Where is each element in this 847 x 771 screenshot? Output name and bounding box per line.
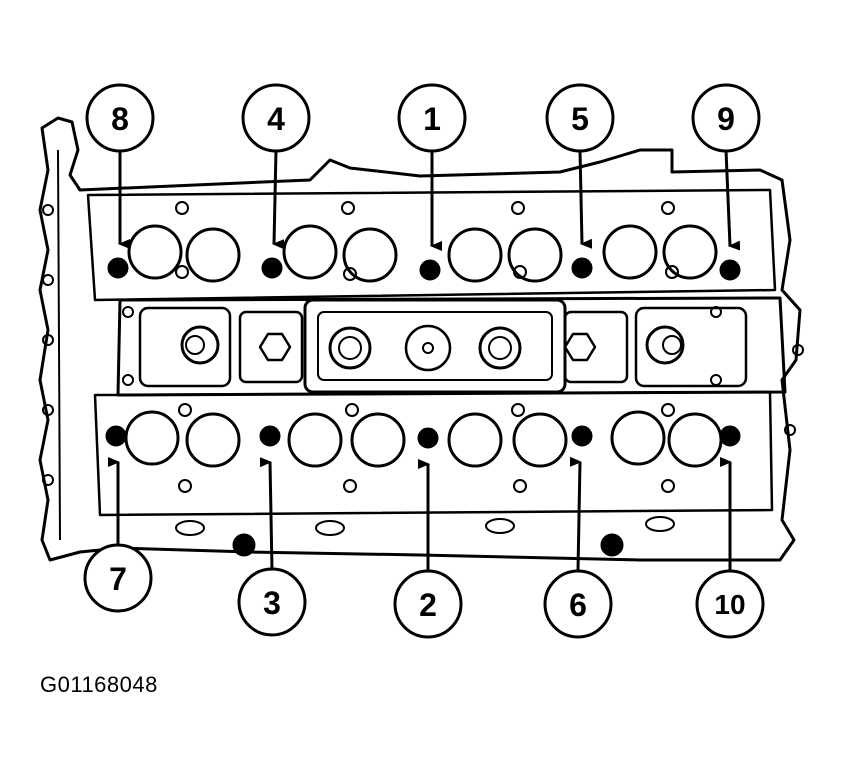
callouts: 8 4 1 5 9 7 3 2	[83, 83, 765, 639]
bolt-3	[259, 425, 281, 447]
arrow-9	[724, 149, 741, 251]
svg-text:8: 8	[111, 101, 129, 137]
bolt-5	[571, 257, 593, 279]
svg-text:3: 3	[263, 585, 281, 621]
callout-7: 7	[83, 543, 153, 613]
callout-4: 4	[241, 83, 311, 153]
head-bolts	[105, 257, 741, 557]
arrow-6	[569, 456, 582, 571]
callout-8: 8	[85, 83, 155, 153]
callout-1: 1	[397, 83, 467, 153]
bolt-2	[417, 427, 439, 449]
svg-text:7: 7	[109, 561, 127, 597]
upper-valve-bores	[127, 201, 718, 283]
callout-2: 2	[393, 569, 463, 639]
arrow-3	[259, 457, 274, 571]
cylinder-head	[38, 116, 804, 562]
arrow-5	[578, 149, 593, 249]
svg-text:10: 10	[714, 589, 745, 620]
bolt-6	[571, 425, 593, 447]
callout-6: 6	[543, 569, 613, 639]
svg-text:5: 5	[571, 101, 589, 137]
svg-text:6: 6	[569, 587, 587, 623]
callout-9: 9	[691, 83, 761, 153]
leader-arrows	[108, 149, 741, 571]
bolt-9	[719, 259, 741, 281]
callout-10: 10	[695, 569, 765, 639]
svg-text:2: 2	[419, 587, 437, 623]
callout-3: 3	[237, 567, 307, 637]
svg-text:4: 4	[267, 101, 285, 137]
bolt-1	[419, 259, 441, 281]
callout-5: 5	[545, 83, 615, 153]
figure-id: G01168048	[40, 672, 158, 697]
bolt-10	[719, 425, 741, 447]
stud-lower-right	[600, 533, 624, 557]
bolt-8	[107, 257, 129, 279]
stud-lower-left	[232, 533, 256, 557]
arrow-4	[272, 149, 285, 250]
svg-text:1: 1	[423, 101, 441, 137]
bolt-7	[105, 425, 127, 447]
bolt-4	[261, 257, 283, 279]
svg-text:9: 9	[717, 101, 735, 137]
